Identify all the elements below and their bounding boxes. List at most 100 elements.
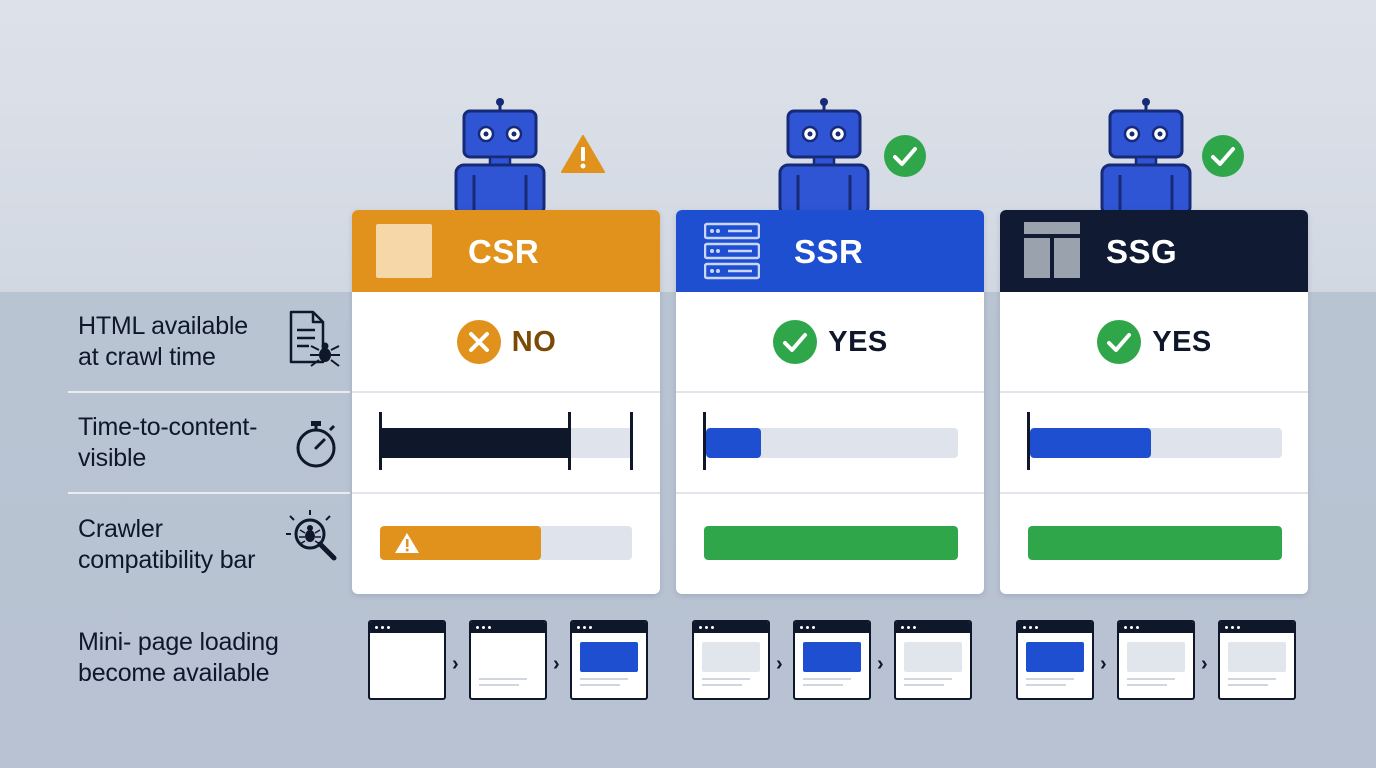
mini-page-dot — [583, 626, 586, 629]
mini-page-text-line — [803, 678, 851, 680]
time-start-tick — [703, 412, 706, 470]
mini-page-titlebar — [1119, 622, 1193, 633]
mini-page-text-line — [479, 684, 519, 686]
mini-page-text-line — [1127, 678, 1175, 680]
mini-page-dot — [1136, 626, 1139, 629]
mini-page-dot — [806, 626, 809, 629]
mini-page-titlebar — [572, 622, 646, 633]
mini-page-text-line — [702, 684, 742, 686]
mini-page-titlebar — [370, 622, 444, 633]
mini-page-dot — [476, 626, 479, 629]
row-label-mini-page-loading: Mini- page loading become available — [78, 627, 279, 689]
mini-page-dot — [488, 626, 491, 629]
html-available-value: YES — [1152, 325, 1212, 358]
mini-page — [1218, 620, 1296, 700]
time-to-content-fill — [706, 428, 762, 458]
mini-page-titlebar — [471, 622, 545, 633]
mini-page-titlebar — [1018, 622, 1092, 633]
magnifier-bug-icon — [286, 510, 337, 561]
mini-page-content-block — [702, 642, 760, 672]
mini-page-content-block — [1026, 642, 1084, 672]
time-start-tick — [1027, 412, 1030, 470]
check-icon — [884, 135, 926, 177]
mini-page-text-line — [1026, 678, 1074, 680]
x-circle-icon — [456, 320, 501, 364]
mini-page-text-line — [580, 678, 628, 680]
html-available-value: YES — [828, 325, 888, 358]
cell-separator — [676, 391, 984, 393]
mini-page-dot — [1029, 626, 1032, 629]
mini-page — [692, 620, 770, 700]
mini-page-titlebar — [1220, 622, 1294, 633]
mini-page-content-block — [803, 642, 861, 672]
page-template-icon — [1024, 222, 1080, 278]
mini-page-dot — [1023, 626, 1026, 629]
html-available-cell: YES — [1000, 318, 1308, 366]
row-label-line: HTML available — [78, 312, 248, 340]
mini-page-content-block — [1127, 642, 1185, 672]
mini-page-text-line — [803, 684, 843, 686]
mini-page-titlebar — [795, 622, 869, 633]
chevron-right-icon: › — [553, 653, 560, 675]
mini-page-content-block — [904, 642, 962, 672]
crawler-compatibility-fill — [704, 526, 958, 560]
chevron-right-icon: › — [452, 653, 459, 675]
column-ssr: SSR YES — [676, 210, 984, 594]
mini-page-titlebar — [896, 622, 970, 633]
mini-page-text-line — [1026, 684, 1066, 686]
mini-page — [1117, 620, 1195, 700]
mini-page-dot — [913, 626, 916, 629]
row-label-time-to-content: Time-to-content- visible — [78, 412, 257, 474]
row-label-line: compatibility bar — [78, 546, 256, 574]
row-separator — [68, 492, 350, 494]
mini-page-content-block — [580, 642, 638, 672]
check-icon — [1202, 135, 1244, 177]
html-available-value: NO — [511, 325, 557, 358]
mini-page-dot — [901, 626, 904, 629]
row-label-crawler-compatibility: Crawler compatibility bar — [78, 514, 255, 576]
mini-page-dot — [699, 626, 702, 629]
mini-page-text-line — [580, 684, 620, 686]
mini-page-dot — [1035, 626, 1038, 629]
mini-page-text-line — [904, 678, 952, 680]
mini-page — [894, 620, 972, 700]
time-to-content-fill — [380, 428, 568, 458]
mini-page-dot — [800, 626, 803, 629]
mini-page-dot — [1124, 626, 1127, 629]
row-label-html-available: HTML available at crawl time — [78, 311, 248, 373]
column-title: SSG — [1106, 233, 1178, 270]
mini-page — [793, 620, 871, 700]
chevron-right-icon: › — [1100, 653, 1107, 675]
server-rack-icon — [704, 222, 760, 280]
mini-page-dot — [907, 626, 910, 629]
crawler-compatibility-fill — [1028, 526, 1282, 560]
mini-page-dot — [482, 626, 485, 629]
mini-page-dot — [375, 626, 378, 629]
time-to-content-track — [1030, 428, 1282, 458]
row-label-line: Crawler — [78, 515, 163, 543]
time-to-content-track — [380, 428, 630, 458]
cell-separator — [676, 492, 984, 494]
cell-separator — [1000, 391, 1308, 393]
crawler-compatibility-track — [380, 526, 632, 560]
mini-page-dot — [705, 626, 708, 629]
mini-page-text-line — [702, 678, 750, 680]
time-to-content-fill — [1030, 428, 1151, 458]
mini-page-dot — [1225, 626, 1228, 629]
placeholder-square-icon — [376, 224, 432, 278]
mini-page-dot — [812, 626, 815, 629]
chevron-right-icon: › — [877, 653, 884, 675]
mini-page-dot — [387, 626, 390, 629]
mini-page-text-line — [904, 684, 944, 686]
mini-page — [1016, 620, 1094, 700]
time-mid-tick — [568, 412, 571, 470]
column-header-csr: CSR — [352, 210, 660, 292]
column-header-ssg: SSG — [1000, 210, 1308, 292]
column-title: SSR — [794, 233, 864, 270]
chevron-right-icon: › — [1201, 653, 1208, 675]
row-label-line: at crawl time — [78, 343, 216, 371]
document-spider-icon — [289, 310, 340, 367]
mini-page-dot — [589, 626, 592, 629]
mini-page — [469, 620, 547, 700]
cell-separator — [352, 492, 660, 494]
